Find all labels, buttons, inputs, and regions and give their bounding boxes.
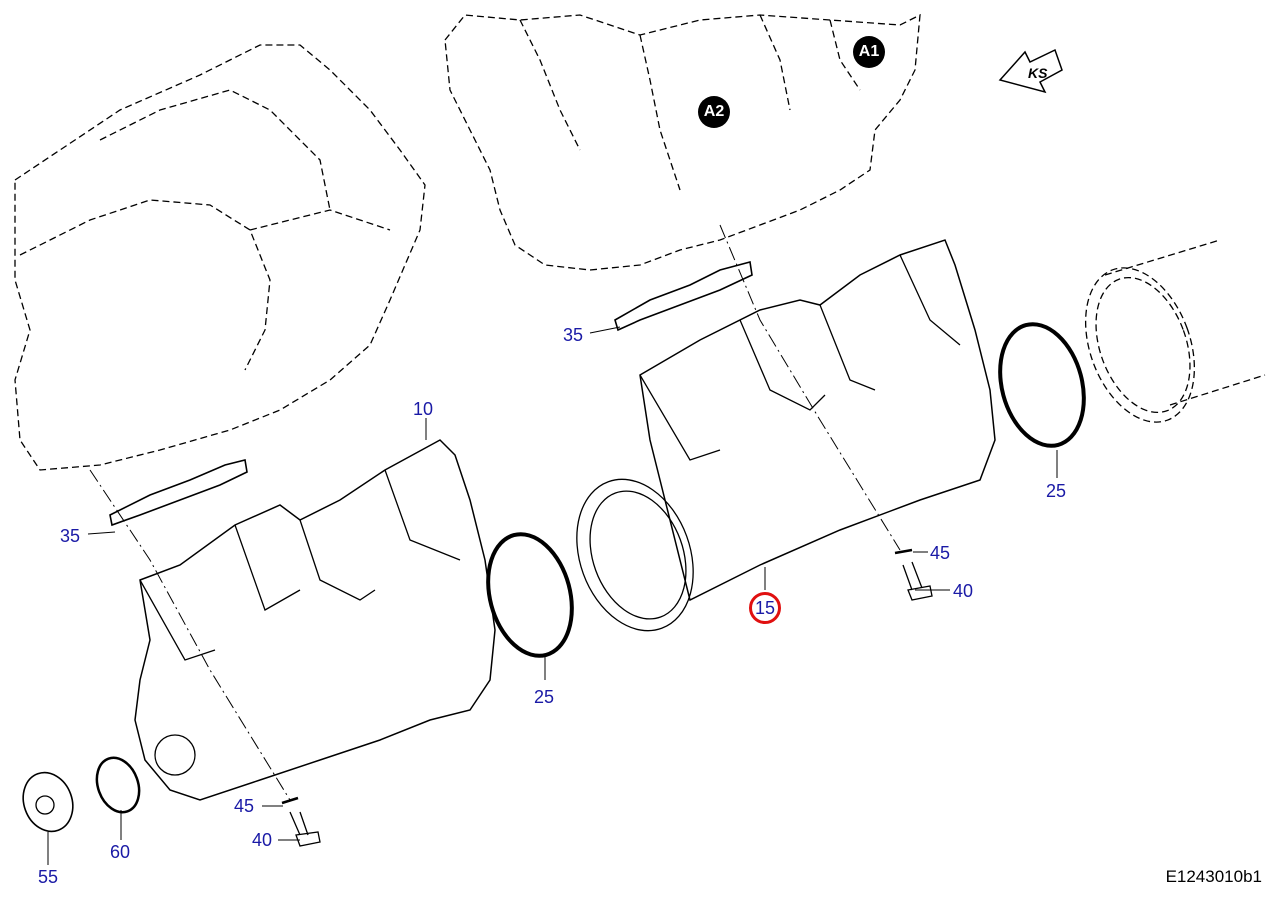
left-engine-block-outline (14, 44, 426, 471)
direction-arrow-outline (998, 48, 1063, 94)
marker-a2: A2 (698, 96, 730, 128)
sealing-washer (95, 756, 141, 814)
leader-lines (47, 326, 1058, 865)
o-ring-right (998, 322, 1086, 448)
o-ring-left (486, 532, 574, 658)
left-engine-block-inner (19, 89, 391, 371)
marker-a1: A1 (853, 36, 885, 68)
spring-pin-left (281, 796, 299, 805)
spring-pin-right (894, 548, 913, 555)
callout-40-left: 40 (252, 830, 273, 850)
manifold-left (134, 439, 496, 801)
callout-45-left: 45 (234, 796, 255, 816)
manifold-left-port-hole (154, 734, 196, 776)
manifold-right (639, 239, 996, 602)
assembly-centerlines (89, 224, 901, 801)
bolt-right (902, 561, 933, 601)
right-pipe-outline (1084, 239, 1266, 423)
callout-60: 60 (110, 842, 131, 862)
upper-engine-block-outline (444, 13, 921, 271)
upper-engine-block-inner (519, 14, 861, 191)
bolt-left (289, 811, 321, 847)
callout-45-right: 45 (930, 543, 951, 563)
callout-40-right: 40 (953, 581, 974, 601)
callout-10: 10 (413, 399, 434, 419)
direction-arrow-label: KS (1028, 65, 1048, 81)
gasket-left (109, 459, 248, 527)
manifold-right-ports (639, 254, 961, 461)
callout-35-upper: 35 (563, 325, 584, 345)
callout-55: 55 (38, 867, 59, 887)
callout-35-left: 35 (60, 526, 81, 546)
document-id: E1243010b1 (1165, 867, 1262, 886)
screw-plug (22, 771, 74, 833)
callout-25-right: 25 (1046, 481, 1067, 501)
callout-25-left: 25 (534, 687, 555, 707)
gasket-upper (614, 260, 753, 332)
manifold-right-flange-inner (589, 490, 687, 620)
callout-15-highlighted: 15 (749, 592, 781, 624)
manifold-left-ports (139, 469, 461, 661)
manifold-right-flange (576, 478, 694, 632)
